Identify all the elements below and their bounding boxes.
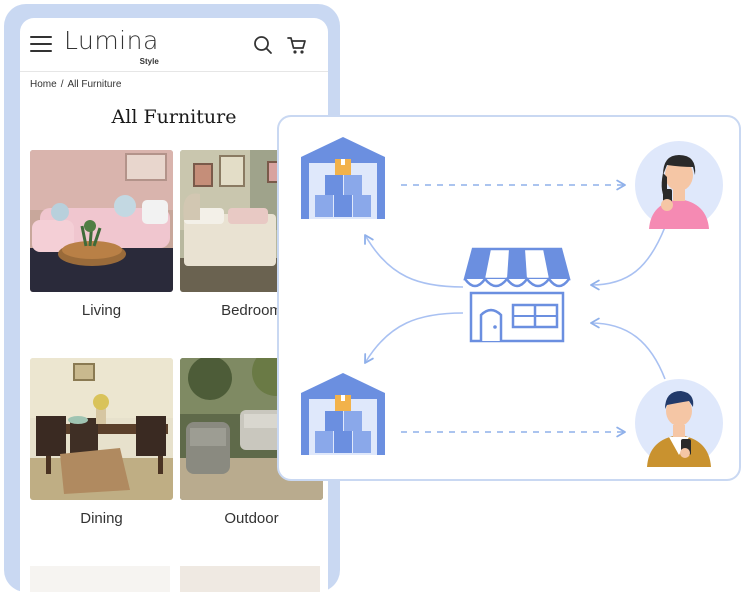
dining-room-image [30,358,173,500]
breadcrumb-current: All Furniture [67,79,122,90]
brand-logo[interactable]: Lumina Style [64,26,159,66]
breadcrumb-home-link[interactable]: Home [30,79,57,90]
arrow-store-to-warehouse-top [364,234,464,288]
app-header: Lumina Style [20,18,328,72]
breadcrumb-separator: / [60,79,64,90]
more-categories-row [30,566,320,592]
search-icon[interactable] [252,34,274,56]
category-label: Outdoor [224,510,279,527]
warehouse-icon [301,137,385,219]
arrow-customer-to-store-bottom [590,317,666,380]
cart-icon[interactable] [286,34,308,56]
living-room-image [30,150,173,292]
arrow-store-to-warehouse-bottom [364,312,464,364]
category-label: Bedroom [221,302,282,319]
page-title: All Furniture [111,106,237,128]
category-label: Living [81,302,122,319]
category-card-partial[interactable] [30,566,170,592]
hamburger-menu-icon[interactable] [30,36,52,52]
store-icon [463,247,571,343]
warehouse-icon [301,373,385,455]
brand-subtitle: Style [139,57,159,66]
arrow-customer-to-store-top [590,226,666,291]
brand-name: Lumina [64,26,159,55]
category-card-partial[interactable] [180,566,320,592]
breadcrumb: Home/All Furniture [30,79,121,90]
category-label: Dining [80,510,123,527]
customer-woman-avatar [635,141,723,229]
customer-man-avatar [635,379,723,467]
fulfillment-diagram-panel [277,115,741,481]
